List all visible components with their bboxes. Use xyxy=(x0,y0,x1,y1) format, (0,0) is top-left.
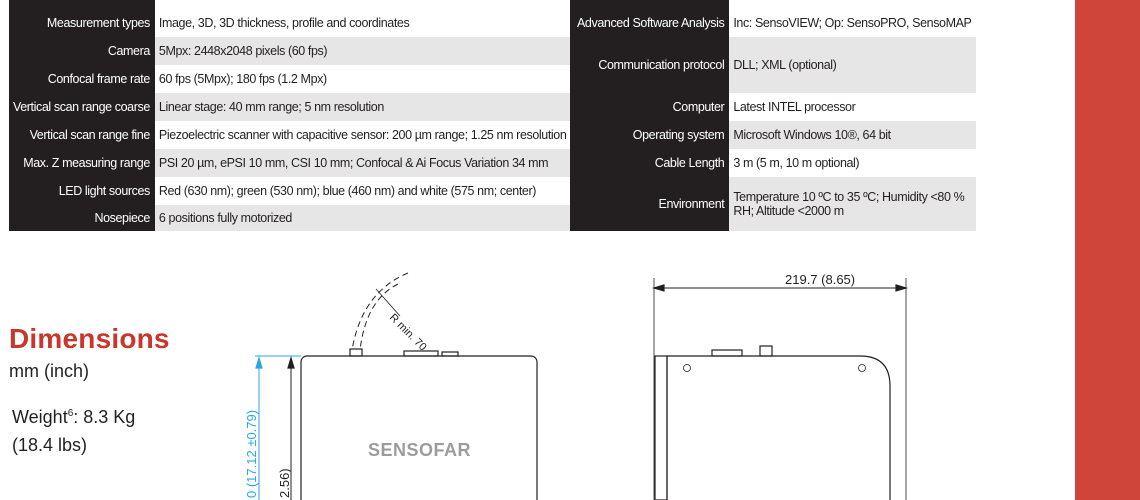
radius-label: R min. 70 xyxy=(387,312,429,354)
spec-label: Communication protocol xyxy=(573,37,730,93)
spec-label: Vertical scan range fine xyxy=(9,121,155,149)
spec-value: Piezoelectric scanner with capacitive se… xyxy=(154,121,573,149)
height-arrowhead-blue xyxy=(255,355,263,369)
cable-bend-arc-outer xyxy=(351,272,409,351)
cable-bend-arc-inner xyxy=(359,283,399,351)
brand-logo: SENSOFAR xyxy=(368,440,471,460)
spec-label: Confocal frame rate xyxy=(9,65,155,93)
side-screw-icon xyxy=(858,364,866,372)
dimensions-unit: mm (inch) xyxy=(9,361,89,381)
spec-value: Temperature 10 ºC to 35 ºC; Humidity <80… xyxy=(729,177,976,231)
spec-value: Microsoft Windows 10®, 64 bit xyxy=(729,121,976,149)
spec-value: Image, 3D, 3D thickness, profile and coo… xyxy=(154,9,573,37)
front-connector xyxy=(403,350,439,357)
height-label-blue: 0 (17.12 ±0.79) xyxy=(244,410,259,498)
spec-label: Computer xyxy=(573,93,730,121)
weight-info: Weight6: 8.3 Kg (18.4 lbs) xyxy=(12,400,135,459)
front-view-body xyxy=(300,355,538,500)
spec-value: Inc: SensoVIEW; Op: SensoPRO, SensoMAP xyxy=(729,9,976,37)
weight-kg: : 8.3 Kg xyxy=(73,407,136,427)
side-accent-bar xyxy=(1075,0,1140,500)
side-screw-icon xyxy=(683,364,691,372)
width-arrowhead-left xyxy=(651,284,665,292)
spec-value: PSI 20 µm, ePSI 10 mm, CSI 10 mm; Confoc… xyxy=(154,149,573,177)
spec-value: 6 positions fully motorized xyxy=(154,205,573,231)
spec-label: Max. Z measuring range xyxy=(9,149,155,177)
spec-label: Vertical scan range coarse xyxy=(9,93,155,121)
side-view-body xyxy=(666,355,891,500)
spec-value: Linear stage: 40 mm range; 5 nm resoluti… xyxy=(154,93,573,121)
front-view-drawing xyxy=(255,272,538,500)
spec-value: Red (630 nm); green (530 nm); blue (460 … xyxy=(154,177,573,205)
dimensions-heading: Dimensions xyxy=(9,323,170,354)
spec-value: DLL; XML (optional) xyxy=(729,37,976,93)
width-label: 219.7 (8.65) xyxy=(785,272,855,287)
spec-value: 3 m (5 m, 10 m optional) xyxy=(729,149,976,177)
spec-value: 60 fps (5Mpx); 180 fps (1.2 Mpx) xyxy=(154,65,573,93)
side-view-drawing xyxy=(651,278,909,500)
height-arrowhead-black xyxy=(287,355,295,369)
side-connector xyxy=(759,345,773,357)
front-connector xyxy=(349,348,363,357)
spec-label: Nosepiece xyxy=(9,205,155,231)
spec-row-partial xyxy=(573,0,976,9)
spec-row-partial xyxy=(9,0,573,9)
weight-label: Weight xyxy=(12,407,68,427)
spec-label: Cable Length xyxy=(573,149,730,177)
spec-label: Advanced Software Analysis xyxy=(573,9,730,37)
width-arrowhead-right xyxy=(895,284,909,292)
spec-label: Camera xyxy=(9,37,155,65)
weight-footnote: 6 xyxy=(67,408,74,419)
inner-height-label: 2.56) xyxy=(277,468,292,498)
front-connector xyxy=(441,351,459,357)
spec-label: LED light sources xyxy=(9,177,155,205)
weight-lbs: (18.4 lbs) xyxy=(12,435,88,455)
spec-value: 5Mpx: 2448x2048 pixels (60 fps) xyxy=(154,37,573,65)
side-view-back-plate xyxy=(654,355,668,500)
radius-leader-line xyxy=(375,288,401,317)
spec-label: Measurement types xyxy=(9,9,155,37)
side-connector xyxy=(711,349,743,357)
spec-value: Latest INTEL processor xyxy=(729,93,976,121)
spec-label: Operating system xyxy=(573,121,730,149)
spec-label: Environment xyxy=(573,177,730,231)
